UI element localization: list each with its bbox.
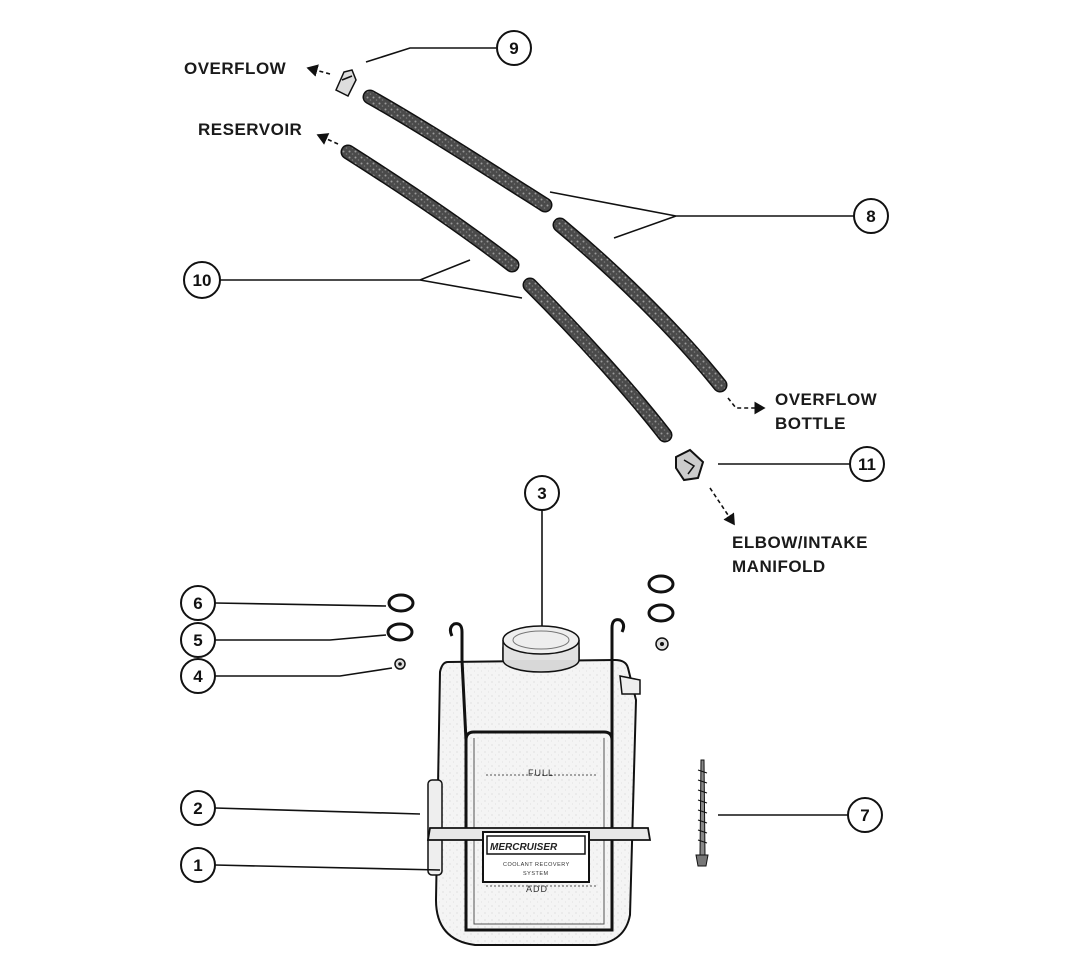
full-mark: FULL [528, 768, 554, 778]
callout-5: 5 [180, 622, 216, 658]
svg-text:10: 10 [193, 271, 212, 290]
svg-text:9: 9 [509, 39, 518, 58]
overflow-fitting [335, 69, 357, 98]
overflow-hose-upper [362, 89, 553, 213]
callout-1: 1 [180, 847, 216, 883]
nut-4-left [394, 658, 406, 670]
overflow-bottle-label-line1: OVERFLOW [775, 390, 878, 409]
svg-text:4: 4 [193, 667, 203, 686]
svg-text:8: 8 [866, 207, 875, 226]
overflow-bottle-label-line2: BOTTLE [775, 414, 846, 433]
svg-text:6: 6 [193, 594, 202, 613]
svg-text:11: 11 [858, 455, 876, 474]
svg-text:3: 3 [537, 484, 546, 503]
coolant-tank [427, 641, 641, 946]
washer-6-left [387, 593, 415, 613]
callout-10: 10 [183, 261, 221, 299]
callout-6: 6 [180, 585, 216, 621]
svg-text:2: 2 [193, 799, 202, 818]
callout-8: 8 [853, 198, 889, 234]
mercruiser-plate: MERCRUISER COOLANT RECOVERY SYSTEM [482, 831, 590, 883]
callout-4: 4 [180, 658, 216, 694]
elbow-label-line1: ELBOW/INTAKE [732, 533, 868, 552]
svg-text:1: 1 [193, 856, 202, 875]
elbow-arrow-icon [709, 487, 735, 526]
reservoir-label: RESERVOIR [198, 120, 302, 139]
callout-11: 11 [849, 446, 885, 482]
reservoir-arrow-icon [316, 133, 339, 145]
reservoir-hose-lower [522, 277, 673, 443]
add-mark: ADD [526, 884, 548, 894]
elbow-label-line2: MANIFOLD [732, 557, 826, 576]
elbow-fitting [675, 448, 705, 482]
overflow-label: OVERFLOW [184, 59, 287, 78]
callout-7: 7 [847, 797, 883, 833]
nut-4-right [655, 637, 669, 651]
callout-3: 3 [524, 475, 560, 511]
mercruiser-logo: MERCRUISER [490, 842, 558, 853]
plate-text-line1: COOLANT RECOVERY [503, 862, 570, 868]
plate-text-line2: SYSTEM [523, 871, 549, 877]
overflow-bottle-arrow-icon [727, 397, 766, 415]
svg-text:5: 5 [193, 631, 202, 650]
callout-2: 2 [180, 790, 216, 826]
leader-lines [214, 47, 854, 871]
reservoir-hose-upper [340, 144, 520, 273]
washer-5-left [386, 622, 414, 642]
overflow-arrow-icon [306, 64, 331, 77]
screw [695, 759, 709, 867]
svg-text:7: 7 [860, 806, 869, 825]
callout-9: 9 [496, 30, 532, 66]
overflow-hose-lower [552, 217, 728, 393]
washer-6-right [647, 574, 675, 594]
pressure-cap [502, 625, 580, 673]
washer-5-right [647, 603, 675, 623]
